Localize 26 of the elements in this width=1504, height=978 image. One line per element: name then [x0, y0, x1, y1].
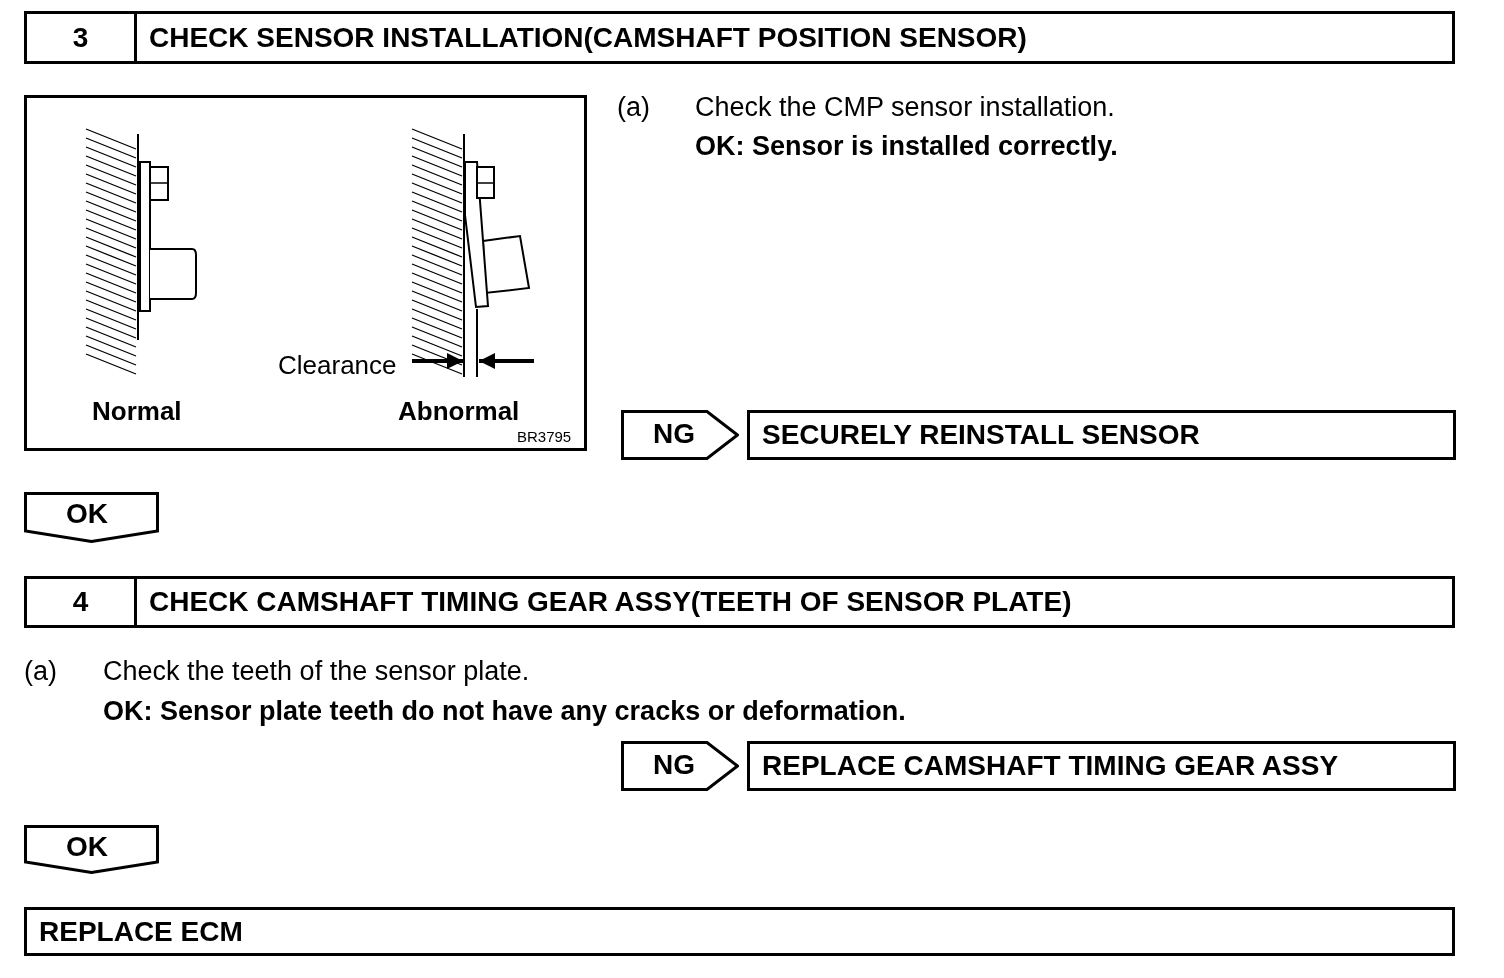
criteria-text: OK: Sensor is installed correctly. [695, 131, 1118, 162]
result-box [747, 741, 1456, 791]
step-header [24, 11, 1455, 64]
tab-label: OK [66, 831, 108, 863]
result-box [747, 410, 1456, 460]
step-number: 4 [27, 579, 137, 625]
tab-label: OK [66, 498, 108, 530]
item-marker: (a) [24, 656, 57, 687]
figure-caption: Abnormal [398, 396, 520, 427]
step-title: CHECK SENSOR INSTALLATION(CAMSHAFT POSITION SENSOR) [148, 21, 1027, 54]
result-text: SECURELY REINSTALL SENSOR [761, 419, 1200, 451]
tab-label: NG [653, 418, 695, 450]
result-text: REPLACE ECM [38, 915, 243, 948]
item-marker: (a) [617, 92, 650, 123]
instruction-text: Check the teeth of the sensor plate. [103, 656, 530, 687]
step-number: 3 [27, 14, 137, 61]
result-box [24, 907, 1455, 956]
instruction-text: Check the CMP sensor installation. [695, 92, 1115, 123]
figure-caption: Normal [92, 396, 182, 427]
figure-code: BR3795 [517, 428, 572, 445]
step-header [24, 576, 1455, 628]
criteria-text: OK: Sensor plate teeth do not have any cracks or deformation. [103, 696, 906, 727]
tab-label: NG [653, 749, 695, 781]
result-text: REPLACE CAMSHAFT TIMING GEAR ASSY [761, 750, 1339, 782]
step-title: CHECK CAMSHAFT TIMING GEAR ASSY(TEETH OF SENSOR PLATE) [148, 586, 1072, 618]
dimension-label: Clearance [278, 350, 397, 381]
